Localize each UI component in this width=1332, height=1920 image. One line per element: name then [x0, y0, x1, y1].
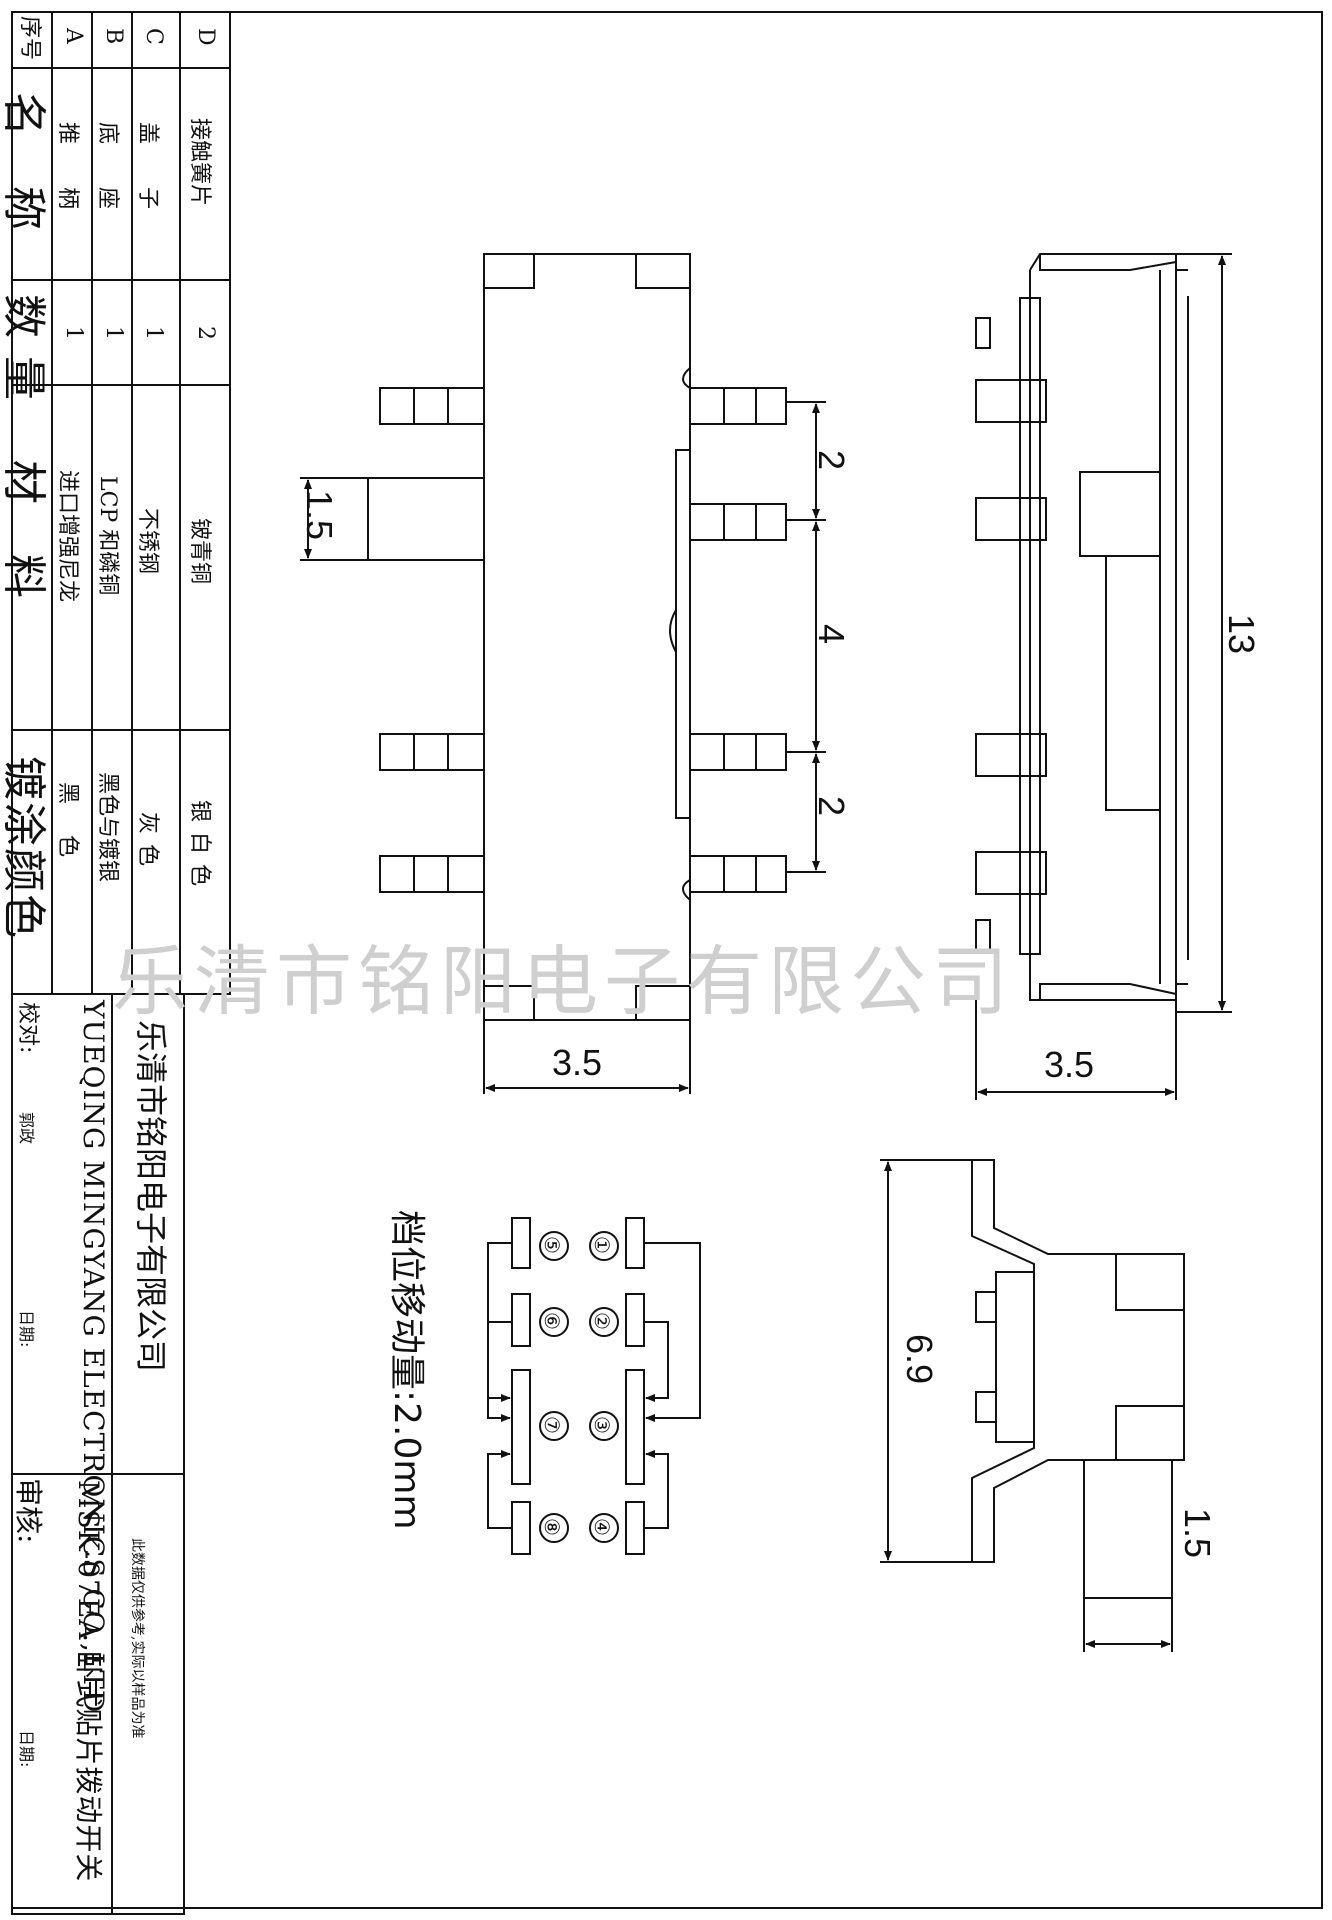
dim-side-length: 13 [1221, 614, 1262, 655]
pin-label-8: ⑧ [540, 1518, 564, 1536]
row-a-material: 进口增强尼龙 [55, 470, 80, 603]
dim-end-height: 6.9 [899, 1334, 940, 1385]
company-cn: 乐清市铭阳电子有限公司 [132, 1020, 170, 1373]
header-index: 序号 [17, 16, 42, 61]
dim-pitch-1: 2 [811, 450, 852, 471]
row-d-qty: 2 [193, 326, 218, 340]
contact-2 [625, 1293, 645, 1347]
side-body-outline [1029, 253, 1177, 1001]
review-label: 审核: [12, 1478, 45, 1544]
row-c-name: 盖 子 [135, 122, 160, 227]
header-name: 名 称 [0, 92, 49, 248]
pin-label-5: ⑤ [540, 1236, 564, 1254]
row-c-qty: 1 [141, 326, 166, 340]
row-b-name: 底 座 [95, 122, 120, 227]
pin-label-2: ② [590, 1312, 614, 1330]
contact-4 [625, 1501, 645, 1555]
side-view [975, 253, 1232, 1100]
row-a-qty: 1 [61, 326, 86, 340]
checker-name: 郭政 [17, 1112, 36, 1145]
contact-8 [511, 1501, 531, 1555]
pin-label-3: ③ [590, 1416, 614, 1434]
checked-label: 校对: [15, 1002, 40, 1054]
row-d-material: 铍青铜 [187, 518, 212, 585]
pin-label-1: ① [590, 1236, 614, 1254]
row-a-index: A [61, 28, 86, 44]
switch-body-top [483, 253, 691, 1021]
row-a-name: 推 柄 [55, 122, 80, 227]
row-c-material: 不锈钢 [135, 508, 160, 575]
row-c-index: C [141, 28, 166, 45]
end-view [880, 1159, 1185, 1652]
date-label-2: 日期: [17, 1730, 36, 1768]
side-slider [1079, 471, 1161, 557]
header-finish: 镀涂颜色 [0, 756, 49, 940]
pin-label-4: ④ [590, 1518, 614, 1536]
model-title: MSK-07EA 卧式贴片拨动开关 [72, 1480, 105, 1883]
header-material: 材 料 [0, 460, 49, 616]
disclaimer-note: 此数据仅供参考,实际以样品为准 [129, 1538, 145, 1739]
parts-table-grid [11, 11, 231, 995]
end-slider [1083, 1459, 1173, 1599]
dim-pitch-3: 2 [811, 796, 852, 817]
row-d-name: 接触簧片 [187, 118, 212, 207]
dim-pitch-2: 4 [811, 624, 852, 645]
dim-handle-end: 1.5 [1177, 1508, 1218, 1559]
contact-1 [625, 1217, 645, 1269]
row-a-finish: 黑 色 [55, 782, 80, 869]
contact-6 [511, 1293, 531, 1347]
pin-label-6: ⑥ [540, 1312, 564, 1330]
schematic [487, 1217, 701, 1555]
header-qty: 数量 [0, 294, 49, 418]
slider-handle-top [367, 477, 484, 561]
pin-label-7: ⑦ [540, 1416, 564, 1434]
row-b-finish: 黑色与镀银 [95, 772, 120, 883]
row-b-index: B [101, 28, 126, 45]
dim-side-width: 3.5 [1044, 1044, 1095, 1085]
top-view [300, 253, 826, 1094]
contact-5 [511, 1217, 531, 1269]
title-block-grid [11, 993, 185, 1915]
watermark: 乐清市铭阳电子有限公司 [112, 937, 1014, 1026]
row-b-material: LCP 和磷铜 [95, 476, 120, 596]
row-c-finish: 灰色 [135, 812, 160, 877]
dim-handle-top: 1.5 [299, 490, 340, 541]
row-d-finish: 银白色 [187, 800, 212, 897]
contact-3 [625, 1369, 645, 1485]
schematic-title: 档位移动量:2.0mm [386, 1210, 427, 1530]
row-d-index: D [193, 28, 218, 46]
row-b-qty: 1 [101, 326, 126, 340]
end-body-outline [971, 1159, 1185, 1563]
dim-body-width-top: 3.5 [552, 1042, 603, 1083]
contact-7 [511, 1369, 531, 1485]
date-label-1: 日期: [17, 1310, 36, 1348]
